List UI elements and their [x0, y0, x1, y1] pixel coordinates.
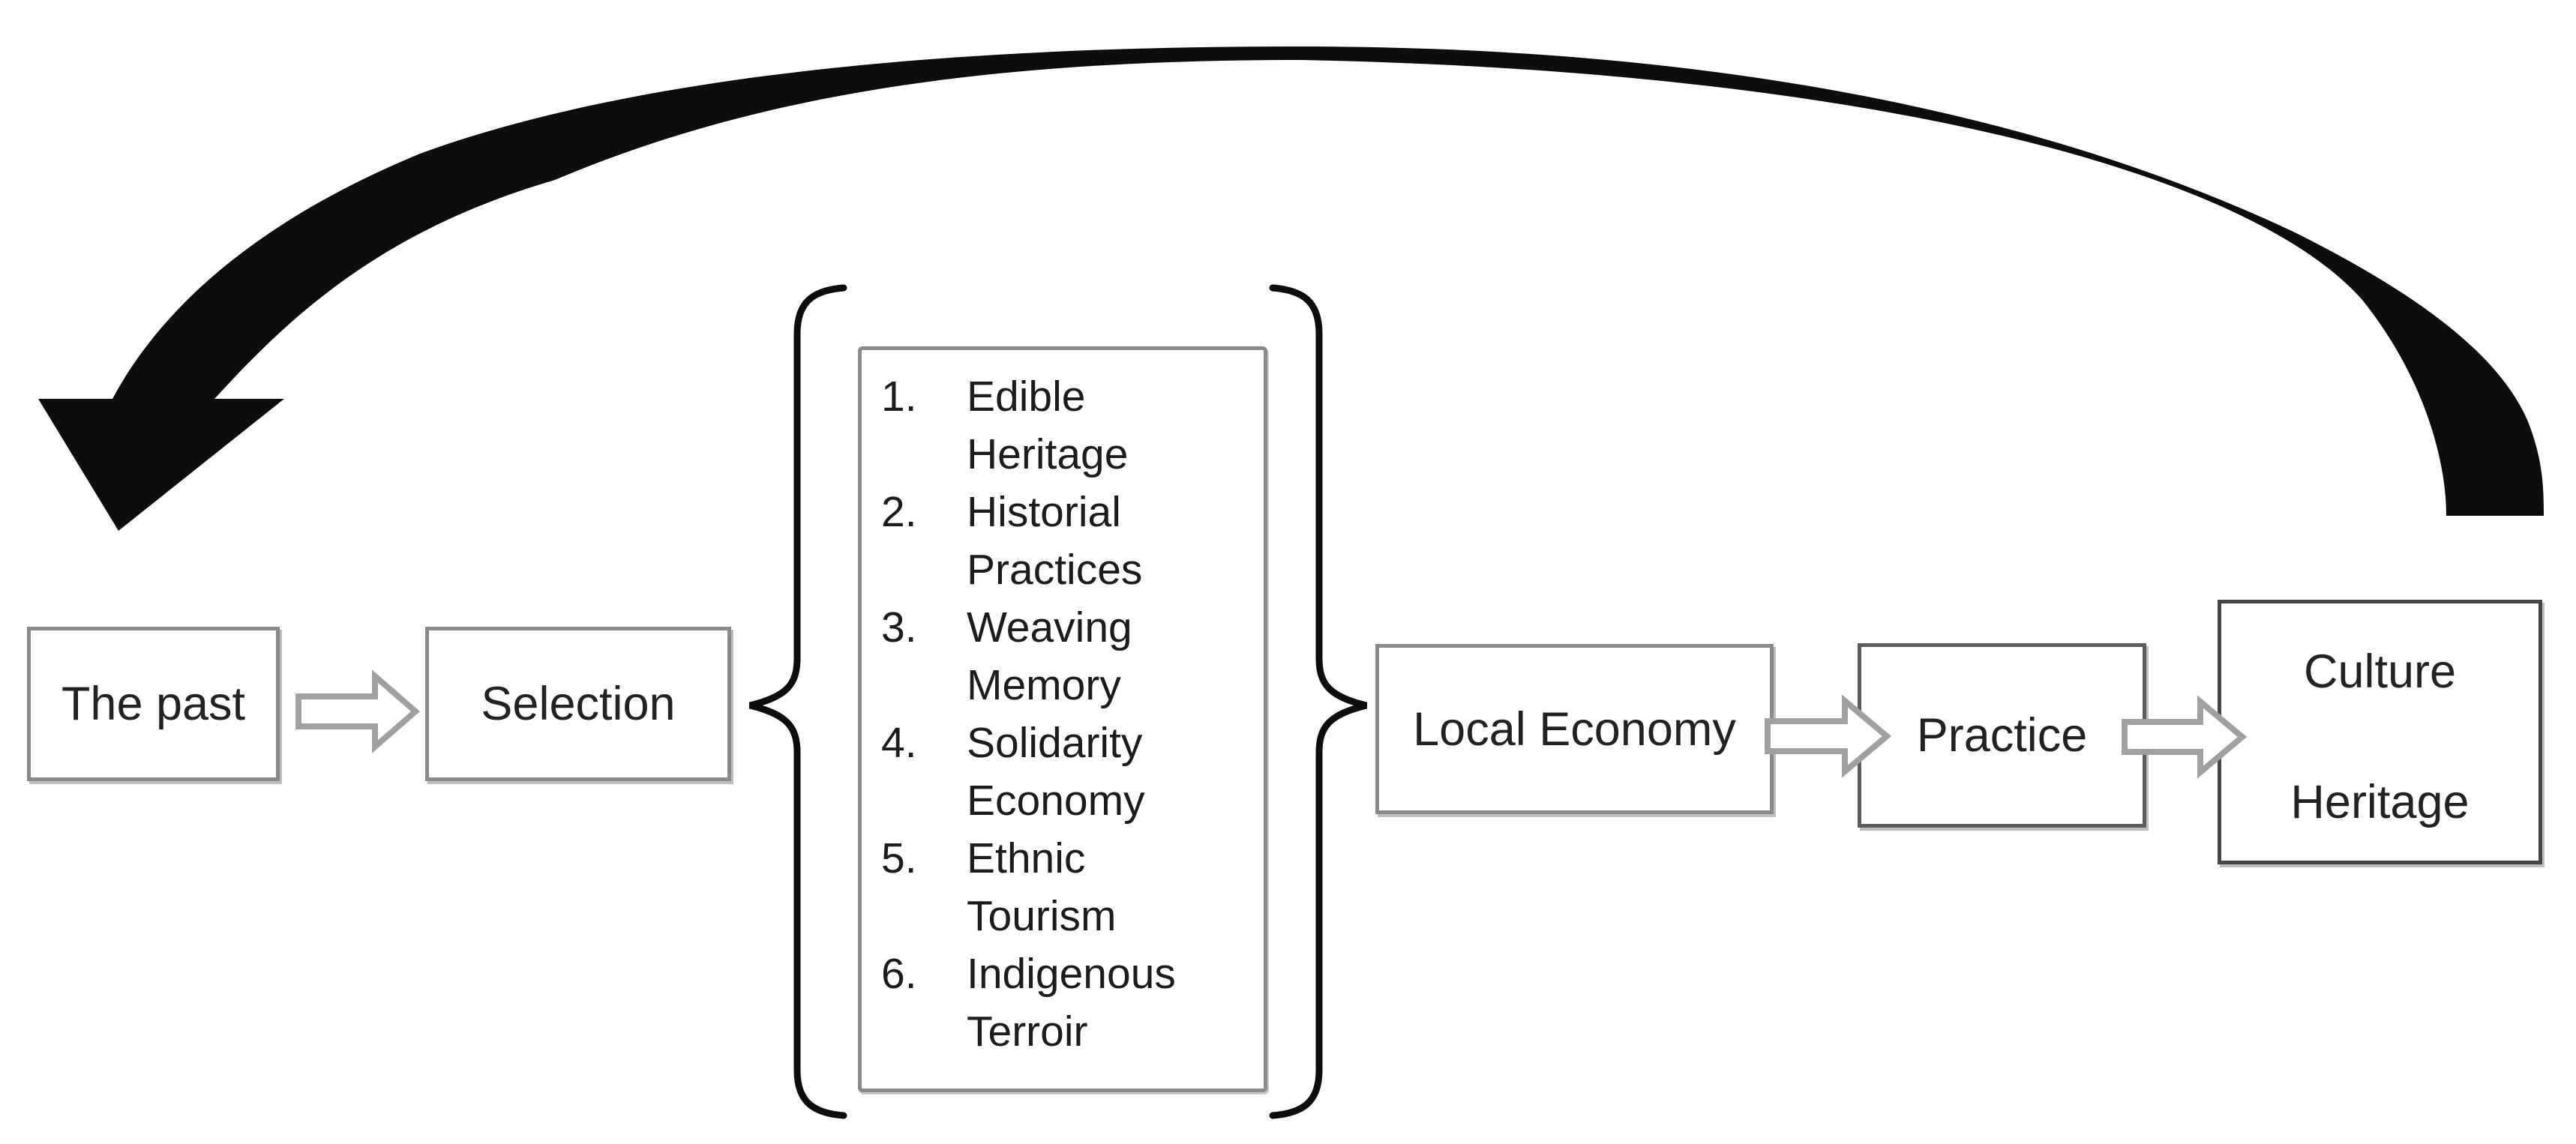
node-the-past: The past — [27, 627, 280, 781]
list-item-number: 6. — [881, 950, 917, 998]
list-item: 2. Historial Practices — [881, 484, 1256, 599]
list-item-label: Economy — [967, 777, 1145, 825]
list-item-label: Ethnic — [967, 834, 1086, 882]
node-selection: Selection — [425, 627, 731, 781]
selection-criteria-list: 1. Edible Heritage 2. Historial Practice… — [858, 346, 1267, 1092]
node-label: Local Economy — [1413, 702, 1736, 756]
node-label: Selection — [481, 678, 676, 730]
list-item-label: Tourism — [967, 892, 1117, 940]
list-item: 4. Solidarity Economy — [881, 714, 1256, 830]
left-curly-brace-icon — [748, 284, 847, 1119]
list-item-label: Weaving — [967, 603, 1132, 651]
node-culture-heritage: Culture Heritage — [2218, 600, 2542, 864]
list-item: 5. Ethnic Tourism — [881, 830, 1256, 945]
node-local-economy: Local Economy — [1375, 644, 1774, 814]
node-label: Culture — [2303, 645, 2457, 698]
list-item: 3. Weaving Memory — [881, 599, 1256, 714]
list-item-label: Edible — [967, 373, 1086, 421]
list-item-label: Historial — [967, 488, 1121, 536]
list-item: 6. Indigenous Terroir — [881, 945, 1256, 1061]
list-item-label: Indigenous — [967, 950, 1176, 998]
list-item-number: 4. — [881, 719, 917, 767]
node-label: Heritage — [2290, 776, 2470, 828]
list-item-label: Solidarity — [967, 719, 1143, 767]
list-item-number: 1. — [881, 373, 917, 421]
flow-arrow-icon — [295, 669, 421, 753]
right-curly-brace-icon — [1269, 284, 1368, 1119]
list-item: 1. Edible Heritage — [881, 368, 1256, 484]
list-item-label: Heritage — [967, 430, 1129, 478]
curved-feedback-arrow-icon — [38, 46, 2544, 531]
node-practice: Practice — [1858, 643, 2146, 828]
node-label: Practice — [1916, 709, 2088, 762]
list-item-label: Terroir — [967, 1008, 1088, 1056]
list-item-number: 2. — [881, 488, 917, 536]
list-item-number: 3. — [881, 603, 917, 651]
list-item-label: Memory — [967, 661, 1121, 709]
node-label: The past — [61, 678, 246, 730]
list-item-label: Practices — [967, 546, 1143, 594]
list-item-number: 5. — [881, 834, 917, 882]
